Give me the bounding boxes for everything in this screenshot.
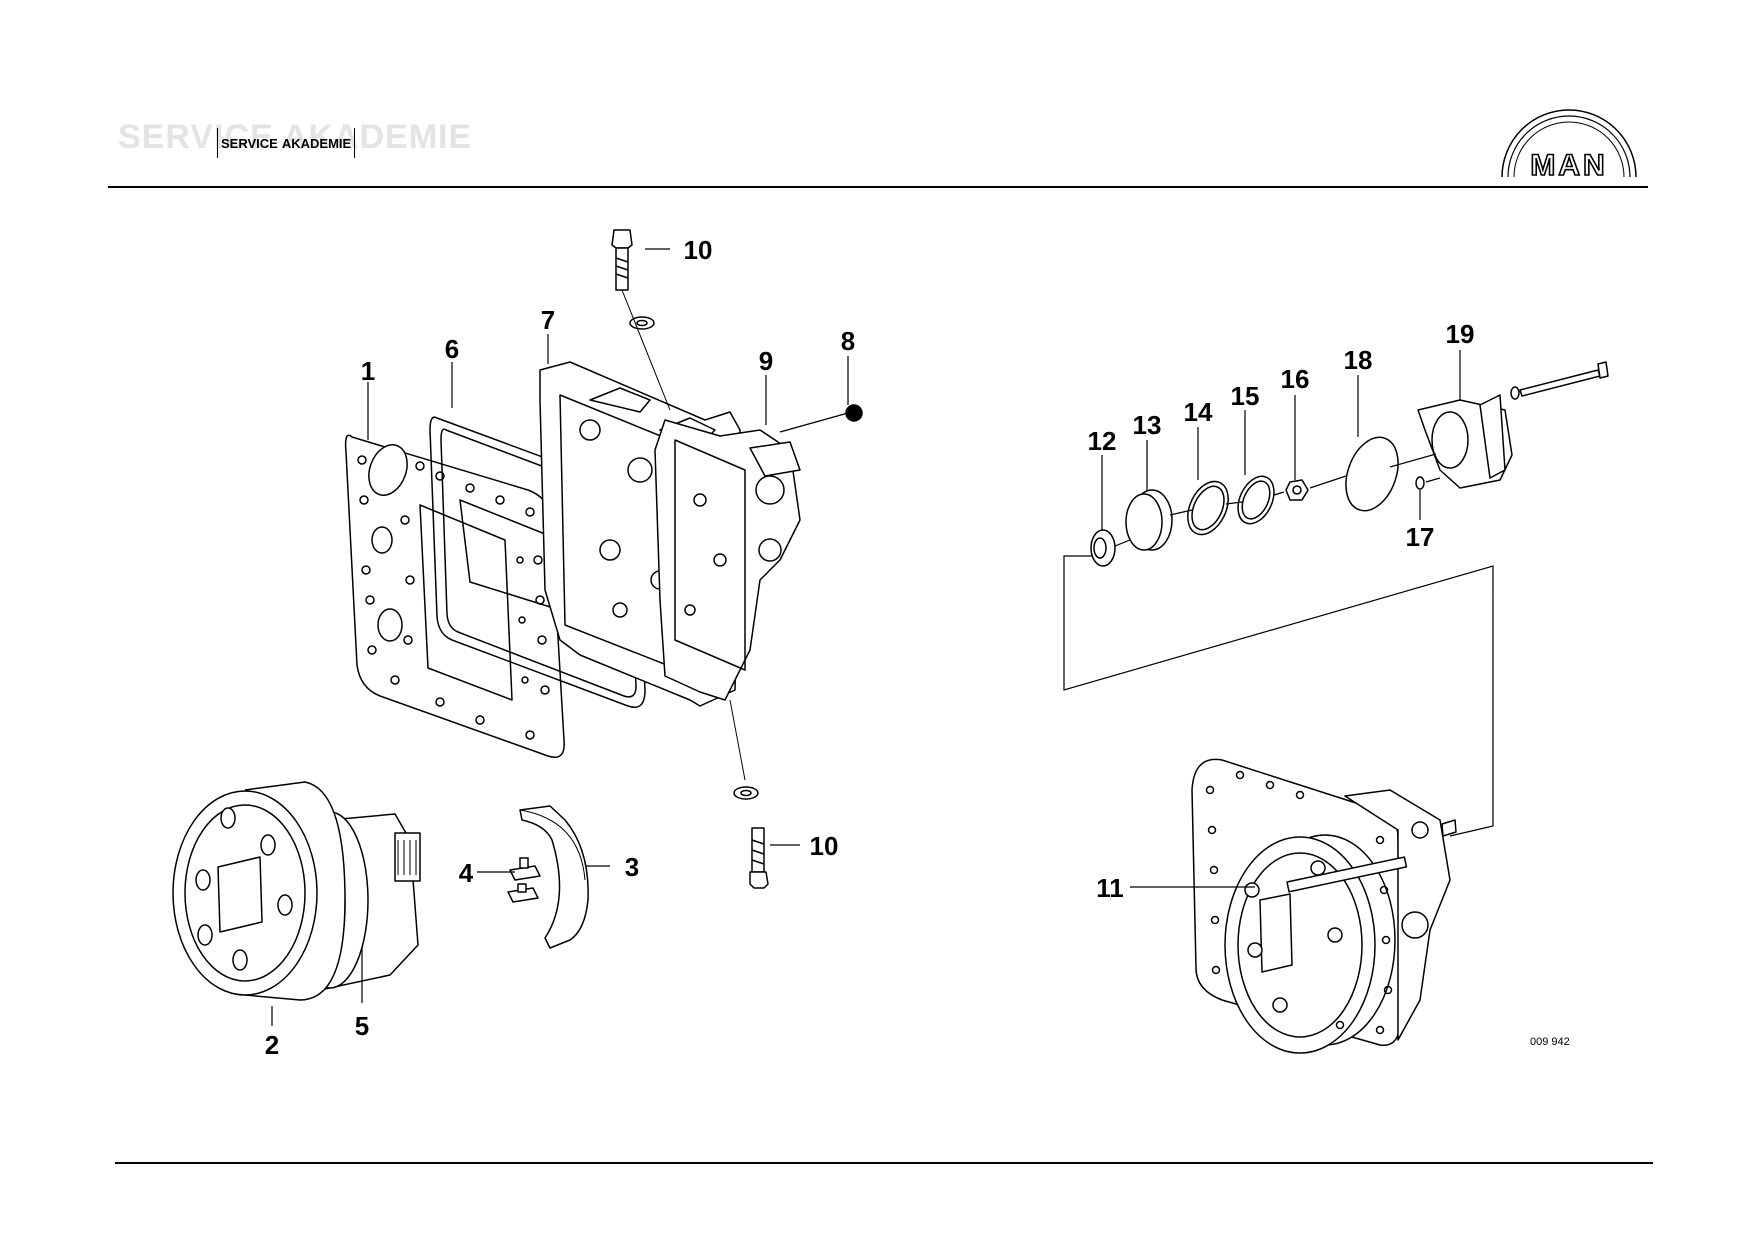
callout-10-top: 10 [684, 235, 713, 265]
part-13-piston [1125, 489, 1173, 551]
callout-5: 5 [355, 1011, 369, 1041]
callout-11: 11 [1096, 873, 1124, 903]
callout-1: 1 [361, 356, 375, 386]
assembly-lines [1063, 453, 1494, 837]
part-18-o-ring [1345, 436, 1399, 512]
akademie-label: AKADEMIE [281, 135, 352, 151]
part-14-ring [1187, 480, 1229, 536]
part-9-valve-body [654, 419, 801, 701]
part-12-seal [1090, 529, 1116, 567]
callout-17: 17 [1406, 522, 1435, 552]
part-17-small-ring [1415, 476, 1425, 490]
callout-18: 18 [1344, 345, 1373, 375]
callout-15: 15 [1231, 381, 1260, 411]
callout-labels: 1 2 3 4 5 6 7 8 9 10 10 11 12 13 14 15 1… [265, 235, 1475, 1060]
part-2-5-drum-assembly [172, 781, 421, 1001]
man-logo-text: MAN [1530, 149, 1607, 182]
service-akademie-watermark: SERVICE AKADEMIE [118, 118, 473, 156]
part-3-bracket [519, 805, 589, 949]
service-akademie-label: SERVICE AKADEMIE [217, 128, 356, 158]
assembled-unit [1191, 758, 1457, 1054]
callout-8: 8 [841, 326, 855, 356]
part-19-cover [1417, 361, 1609, 489]
part-10-bolt-bottom [729, 699, 769, 889]
callout-2: 2 [265, 1030, 279, 1060]
part-10-bolt-top [611, 229, 671, 411]
callout-12: 12 [1088, 426, 1117, 456]
callout-6: 6 [445, 334, 459, 364]
callout-9: 9 [759, 346, 773, 376]
part-1-gasket-plate [344, 434, 565, 758]
callout-10-bottom: 10 [810, 831, 839, 861]
header-rule [108, 186, 1648, 188]
part-4-plates [507, 857, 541, 903]
callout-19: 19 [1446, 319, 1475, 349]
callout-7: 7 [541, 305, 555, 335]
leader-lines [271, 248, 1461, 1026]
man-logo: MAN [1501, 109, 1637, 183]
callout-13: 13 [1133, 410, 1162, 440]
footer-rule [115, 1162, 1653, 1164]
part-16-nut [1285, 479, 1309, 501]
callout-3: 3 [625, 852, 639, 882]
callout-14: 14 [1184, 397, 1213, 427]
callout-4: 4 [459, 858, 474, 888]
part-15-ring [1237, 475, 1275, 525]
callout-16: 16 [1281, 364, 1310, 394]
drawing-number: 009 942 [1530, 1036, 1570, 1048]
part-8-ball [845, 404, 863, 422]
service-label: SERVICE [221, 135, 278, 151]
